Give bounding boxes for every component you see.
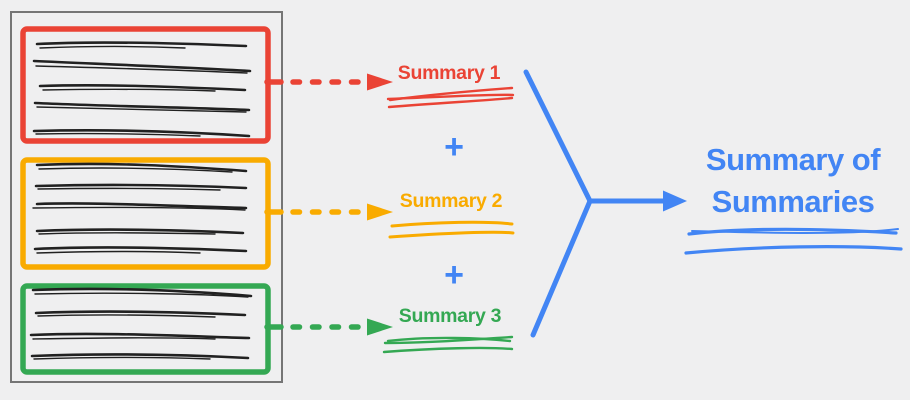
summary-2-label: Summary 2: [400, 190, 503, 212]
summary-3-label: Summary 3: [399, 305, 502, 327]
text-line: [30, 353, 250, 360]
red-arrowhead-icon: [367, 73, 393, 91]
text-line: [38, 232, 216, 235]
underline-stroke: [387, 96, 514, 109]
text-line: [35, 132, 201, 137]
section-3-text-scribbles: [29, 287, 253, 360]
underline-stroke: [390, 220, 514, 228]
green-arrowhead-icon: [367, 318, 393, 336]
text-line: [38, 167, 233, 173]
section-1-box: [20, 26, 271, 144]
orange-arrowhead-icon: [367, 203, 393, 221]
text-line: [33, 101, 251, 112]
underline-stroke: [383, 335, 514, 345]
text-line: [32, 337, 216, 340]
section-1-text-scribbles: [32, 41, 252, 138]
text-line: [39, 45, 186, 49]
summary-2-underline-scribble: [388, 220, 515, 239]
document-box: [10, 11, 283, 383]
text-line: [37, 187, 221, 191]
underline-stroke: [386, 93, 515, 101]
text-line: [42, 88, 216, 92]
result-label-line-1: Summary of: [706, 142, 881, 177]
text-line: [35, 228, 245, 235]
text-line: [34, 310, 247, 317]
summary-1-label: Summary 1: [398, 62, 501, 84]
summary-3-underline-scribble: [382, 335, 514, 354]
merge-line-bottom: [530, 198, 593, 338]
summary-1-underline-scribble: [386, 86, 515, 109]
text-line: [35, 162, 248, 173]
result-underline-scribble: [684, 227, 903, 255]
blue-arrowhead-icon: [663, 190, 687, 212]
text-line: [38, 84, 247, 92]
text-line: [36, 106, 247, 113]
text-line: [32, 59, 252, 73]
underline-stroke: [684, 245, 903, 255]
result-label-line-2: Summaries: [712, 184, 875, 219]
text-line: [32, 129, 251, 138]
text-line: [37, 314, 216, 318]
section-2-text-scribbles: [32, 162, 248, 254]
underline-stroke: [388, 230, 515, 239]
merge-lines: [523, 69, 667, 338]
plus-sign-1: +: [444, 128, 464, 166]
underline-stroke: [382, 346, 514, 354]
text-line: [35, 202, 248, 210]
text-line: [35, 65, 248, 74]
text-line: [34, 183, 248, 190]
underline-stroke: [691, 228, 899, 234]
plus-sign-2: +: [444, 256, 464, 294]
text-line: [31, 287, 253, 298]
underline-stroke: [386, 336, 512, 343]
merge-line-top: [523, 69, 593, 204]
text-line: [33, 246, 248, 253]
text-line: [29, 332, 251, 340]
text-line: [32, 206, 246, 211]
text-line: [35, 41, 248, 48]
text-line: [34, 292, 249, 298]
text-line: [33, 356, 211, 360]
text-line: [36, 250, 201, 254]
